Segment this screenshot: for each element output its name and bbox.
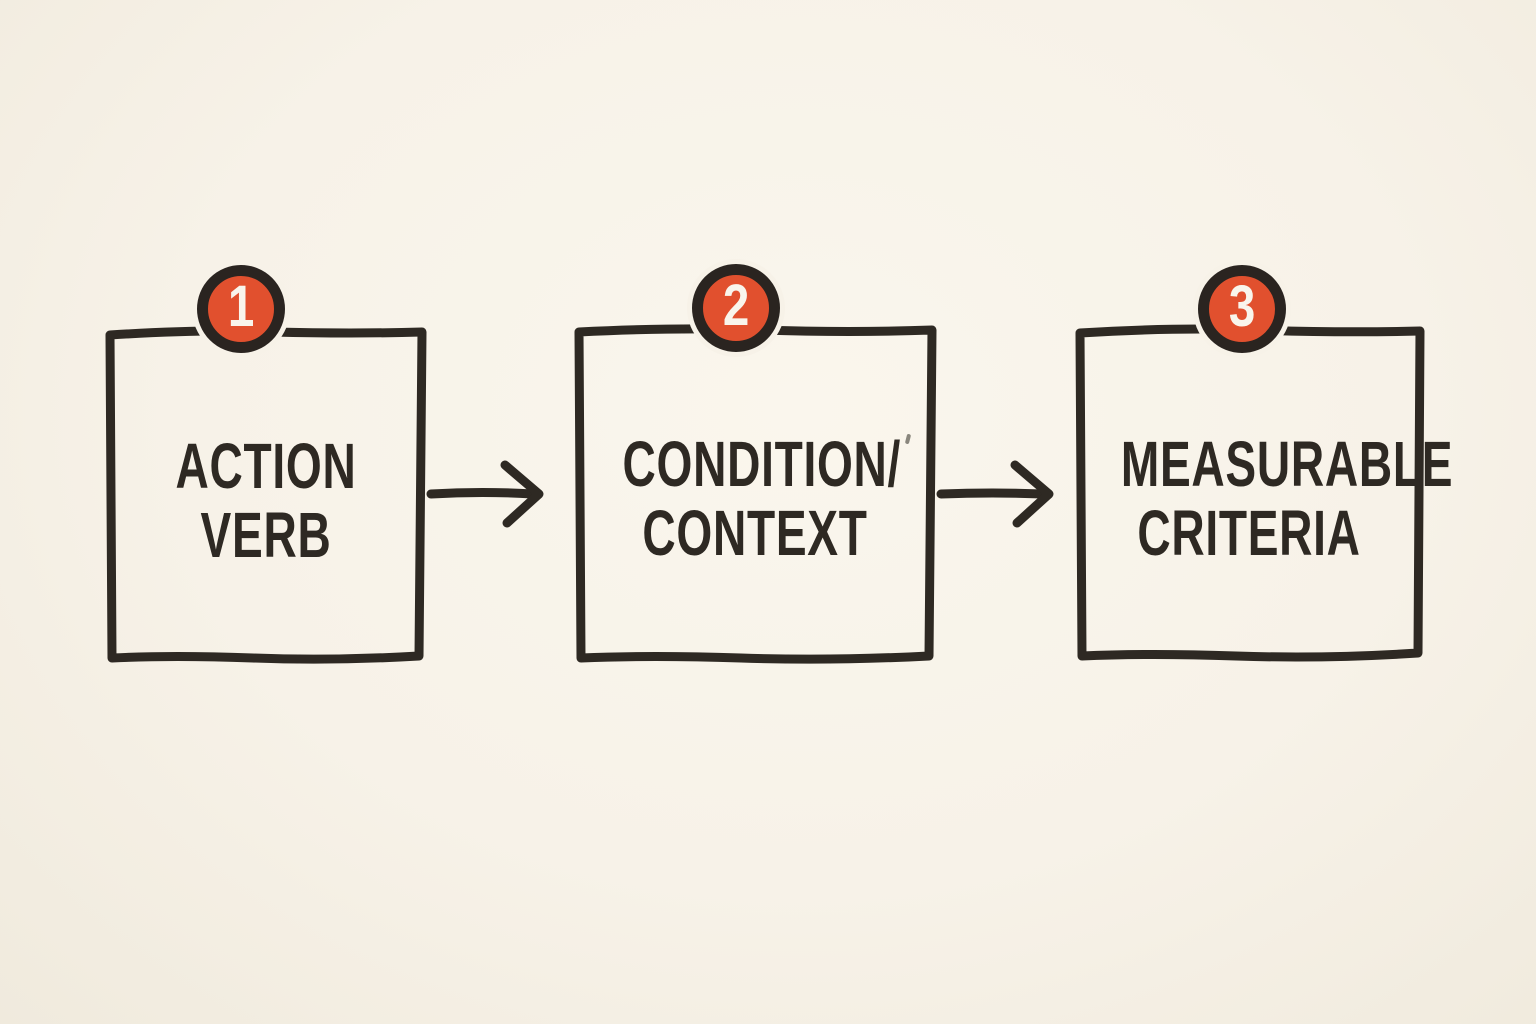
step-label: MEASURABLE CRITERIA xyxy=(1120,428,1454,569)
step-card-action-verb: 1 ACTION VERB xyxy=(103,265,429,666)
step-card-condition-context: 2 CONDITION/ CONTEXT xyxy=(571,264,939,666)
step-label-line: MEASURABLE xyxy=(1120,428,1454,500)
step-number-badge: 2 xyxy=(692,264,780,352)
step-number: 3 xyxy=(1228,274,1256,339)
step-label-line: CRITERIA xyxy=(1137,497,1361,569)
arrow-right-icon xyxy=(936,460,1054,528)
step-label-line: CONDITION/ xyxy=(622,428,902,500)
arrow-right-icon xyxy=(426,460,544,528)
step-label-line: VERB xyxy=(200,499,332,571)
step-number-badge: 1 xyxy=(197,265,285,353)
step-number-badge: 3 xyxy=(1198,265,1286,353)
step-label: CONDITION/ CONTEXT xyxy=(622,428,902,569)
step-number: 2 xyxy=(722,273,750,338)
step-number: 1 xyxy=(227,274,255,339)
step-label: ACTION VERB xyxy=(149,432,384,570)
step-card-measurable-criteria: 3 MEASURABLE CRITERIA xyxy=(1071,265,1454,664)
step-label-line: ACTION xyxy=(175,430,357,502)
step-label-line: CONTEXT xyxy=(642,497,868,569)
